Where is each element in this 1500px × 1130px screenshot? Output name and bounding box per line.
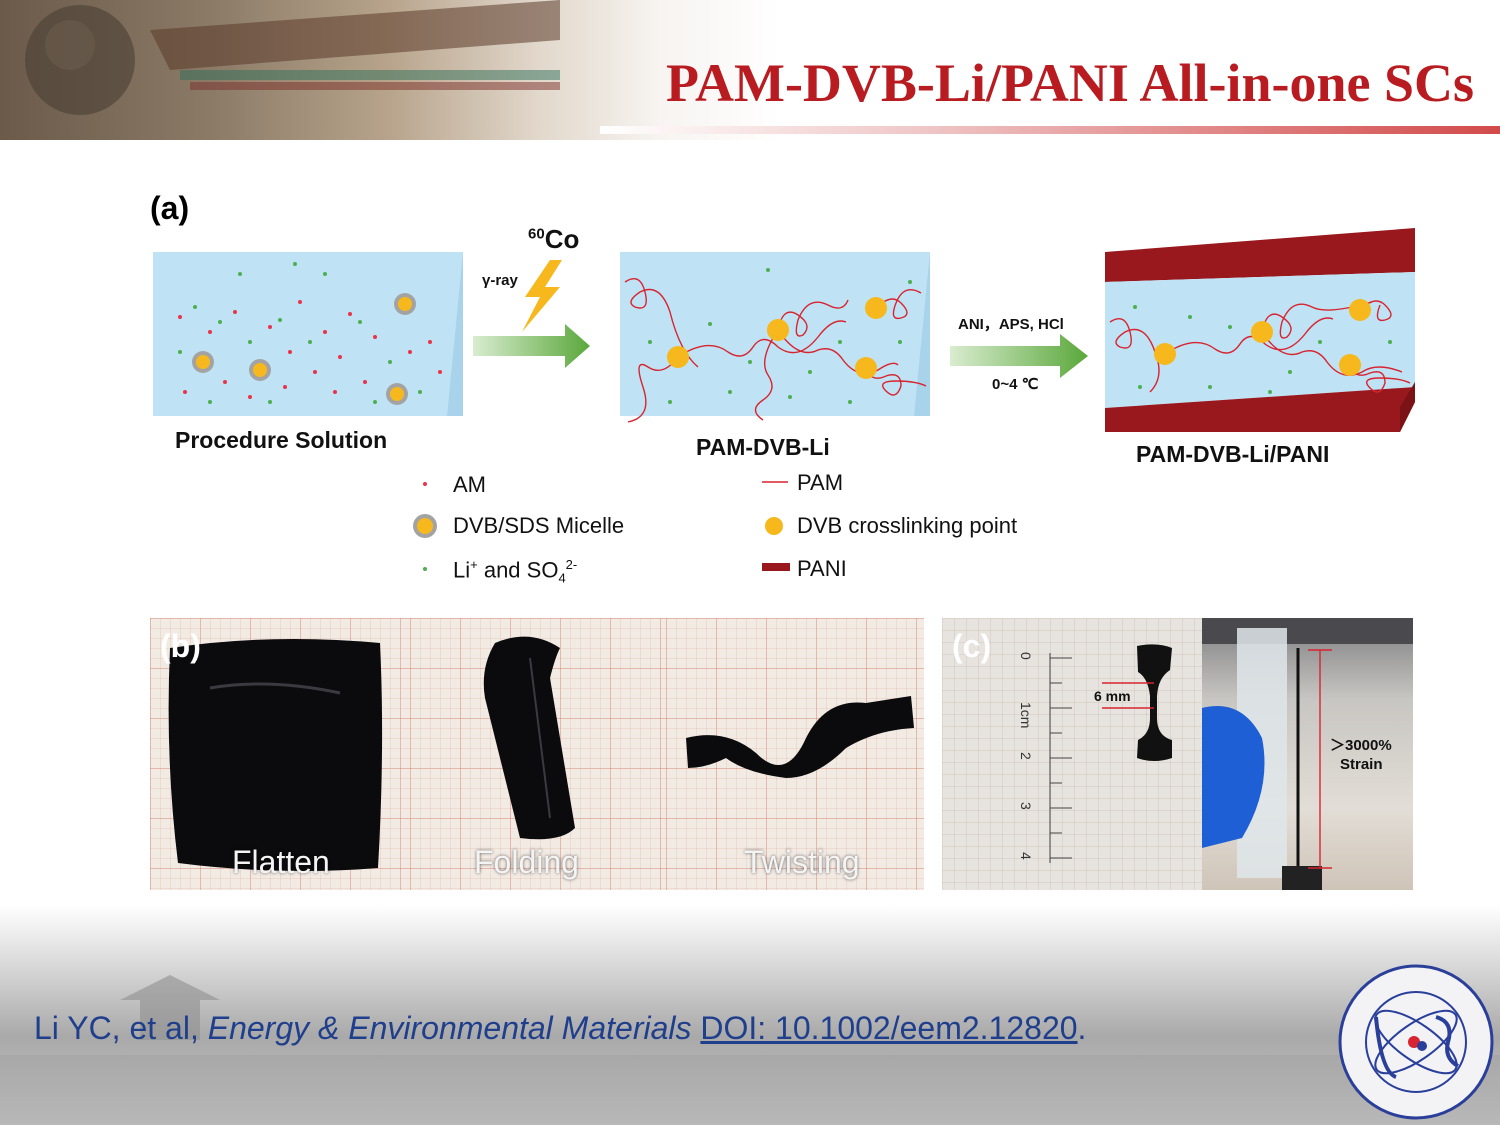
ruler-tick-1cm: 1cm (1018, 702, 1034, 729)
legend-crosslink: DVB crosslinking point (797, 513, 1018, 538)
reagents-label: ANI，APS, HCl (958, 316, 1064, 333)
legend-pani: PANI (797, 556, 847, 581)
gamma-ray-label: γ-ray (482, 272, 518, 289)
li-text: Li (453, 557, 471, 583)
ruler-tick-3: 3 (1018, 802, 1034, 810)
slide-title: PAM-DVB-Li/PANI All-in-one SCs (666, 53, 1474, 113)
legend-pam: PAM (797, 470, 844, 495)
twisted-gel-icon (686, 696, 914, 778)
polymerization-arrow (950, 334, 1088, 378)
strain-value-label: ＞3000% (1330, 737, 1392, 754)
am-dot-icon (423, 482, 427, 486)
panel-c-label: (c) (952, 628, 992, 664)
gamma-irradiation-arrow (473, 260, 590, 368)
caption-folding: Folding (474, 844, 579, 880)
so-subscript: 4 (558, 570, 566, 586)
procedure-solution-box (153, 252, 463, 416)
citation-journal: Energy & Environmental Materials (207, 1010, 692, 1046)
panel-a-label: (a) (150, 190, 190, 226)
step-label-pam-dvb-li: PAM-DVB-Li (696, 434, 830, 460)
header-rule (600, 126, 1500, 134)
so-text: and SO (477, 557, 559, 583)
ruler-and-sample-icon (1049, 644, 1172, 863)
ruler-tick-0: 0 (1018, 652, 1034, 660)
caption-twisting: Twisting (744, 844, 860, 880)
legend-ions: Li+ and SO42- (453, 557, 577, 586)
pam-dvb-li-box (620, 252, 930, 423)
so-charge: 2- (565, 557, 578, 572)
ruler-tick-4: 4 (1018, 852, 1034, 860)
campus-building-banner-icon (25, 0, 560, 115)
photo-folding: Folding (410, 618, 666, 890)
caption-flatten: Flatten (232, 844, 330, 880)
legend-am: AM (453, 472, 486, 497)
photo-tensile-test: ＞3000% Strain (1202, 618, 1413, 890)
radiation-group-seal-icon (1338, 964, 1494, 1120)
cobalt-source-label: 60Co (528, 224, 579, 255)
panel-b-label: (b) (160, 628, 201, 664)
legend-micelle: DVB/SDS Micelle (453, 513, 625, 538)
pani-swatch-icon (762, 563, 790, 571)
step-label-pam-dvb-li-pani: PAM-DVB-Li/PANI (1136, 441, 1330, 467)
citation: Li YC, et al, Energy & Environmental Mat… (34, 1010, 1086, 1047)
group-logo (1336, 962, 1496, 1122)
photo-flatten: (b) Flatten (150, 618, 410, 890)
strain-text-label: Strain (1340, 756, 1383, 773)
footer-banner (0, 905, 1500, 1125)
li-charge: + (470, 557, 478, 572)
lightning-icon (522, 260, 562, 332)
ion-dot-icon (423, 567, 427, 571)
campus-skyline-icon (0, 975, 1500, 1125)
photo-twisting: Twisting (666, 618, 924, 890)
tensile-machine-icon (1202, 618, 1413, 890)
step-label-procedure-solution: Procedure Solution (175, 427, 388, 453)
width-label: 6 mm (1094, 688, 1131, 704)
isotope-number: 60 (528, 225, 545, 243)
element-symbol: Co (544, 224, 580, 254)
citation-authors: Li YC, et al, (34, 1010, 208, 1046)
synthesis-scheme (153, 228, 1415, 432)
ruler-tick-2: 2 (1018, 752, 1034, 760)
citation-period: . (1077, 1010, 1087, 1046)
header-banner (0, 0, 1500, 140)
folded-gel-icon (483, 636, 575, 840)
legend-right-markers (762, 481, 790, 571)
temperature-label: 0~4 ℃ (992, 376, 1039, 393)
citation-doi-link[interactable]: DOI: 10.1002/eem2.12820 (700, 1010, 1078, 1046)
photo-dogbone-sample: (c) 0 1cm 2 3 4 6 mm (942, 618, 1202, 890)
crosslink-dot-icon (765, 517, 783, 535)
flat-gel-sheet-icon (168, 639, 383, 872)
legend-left-markers (413, 482, 437, 571)
pam-dvb-li-pani-box (1105, 228, 1415, 432)
